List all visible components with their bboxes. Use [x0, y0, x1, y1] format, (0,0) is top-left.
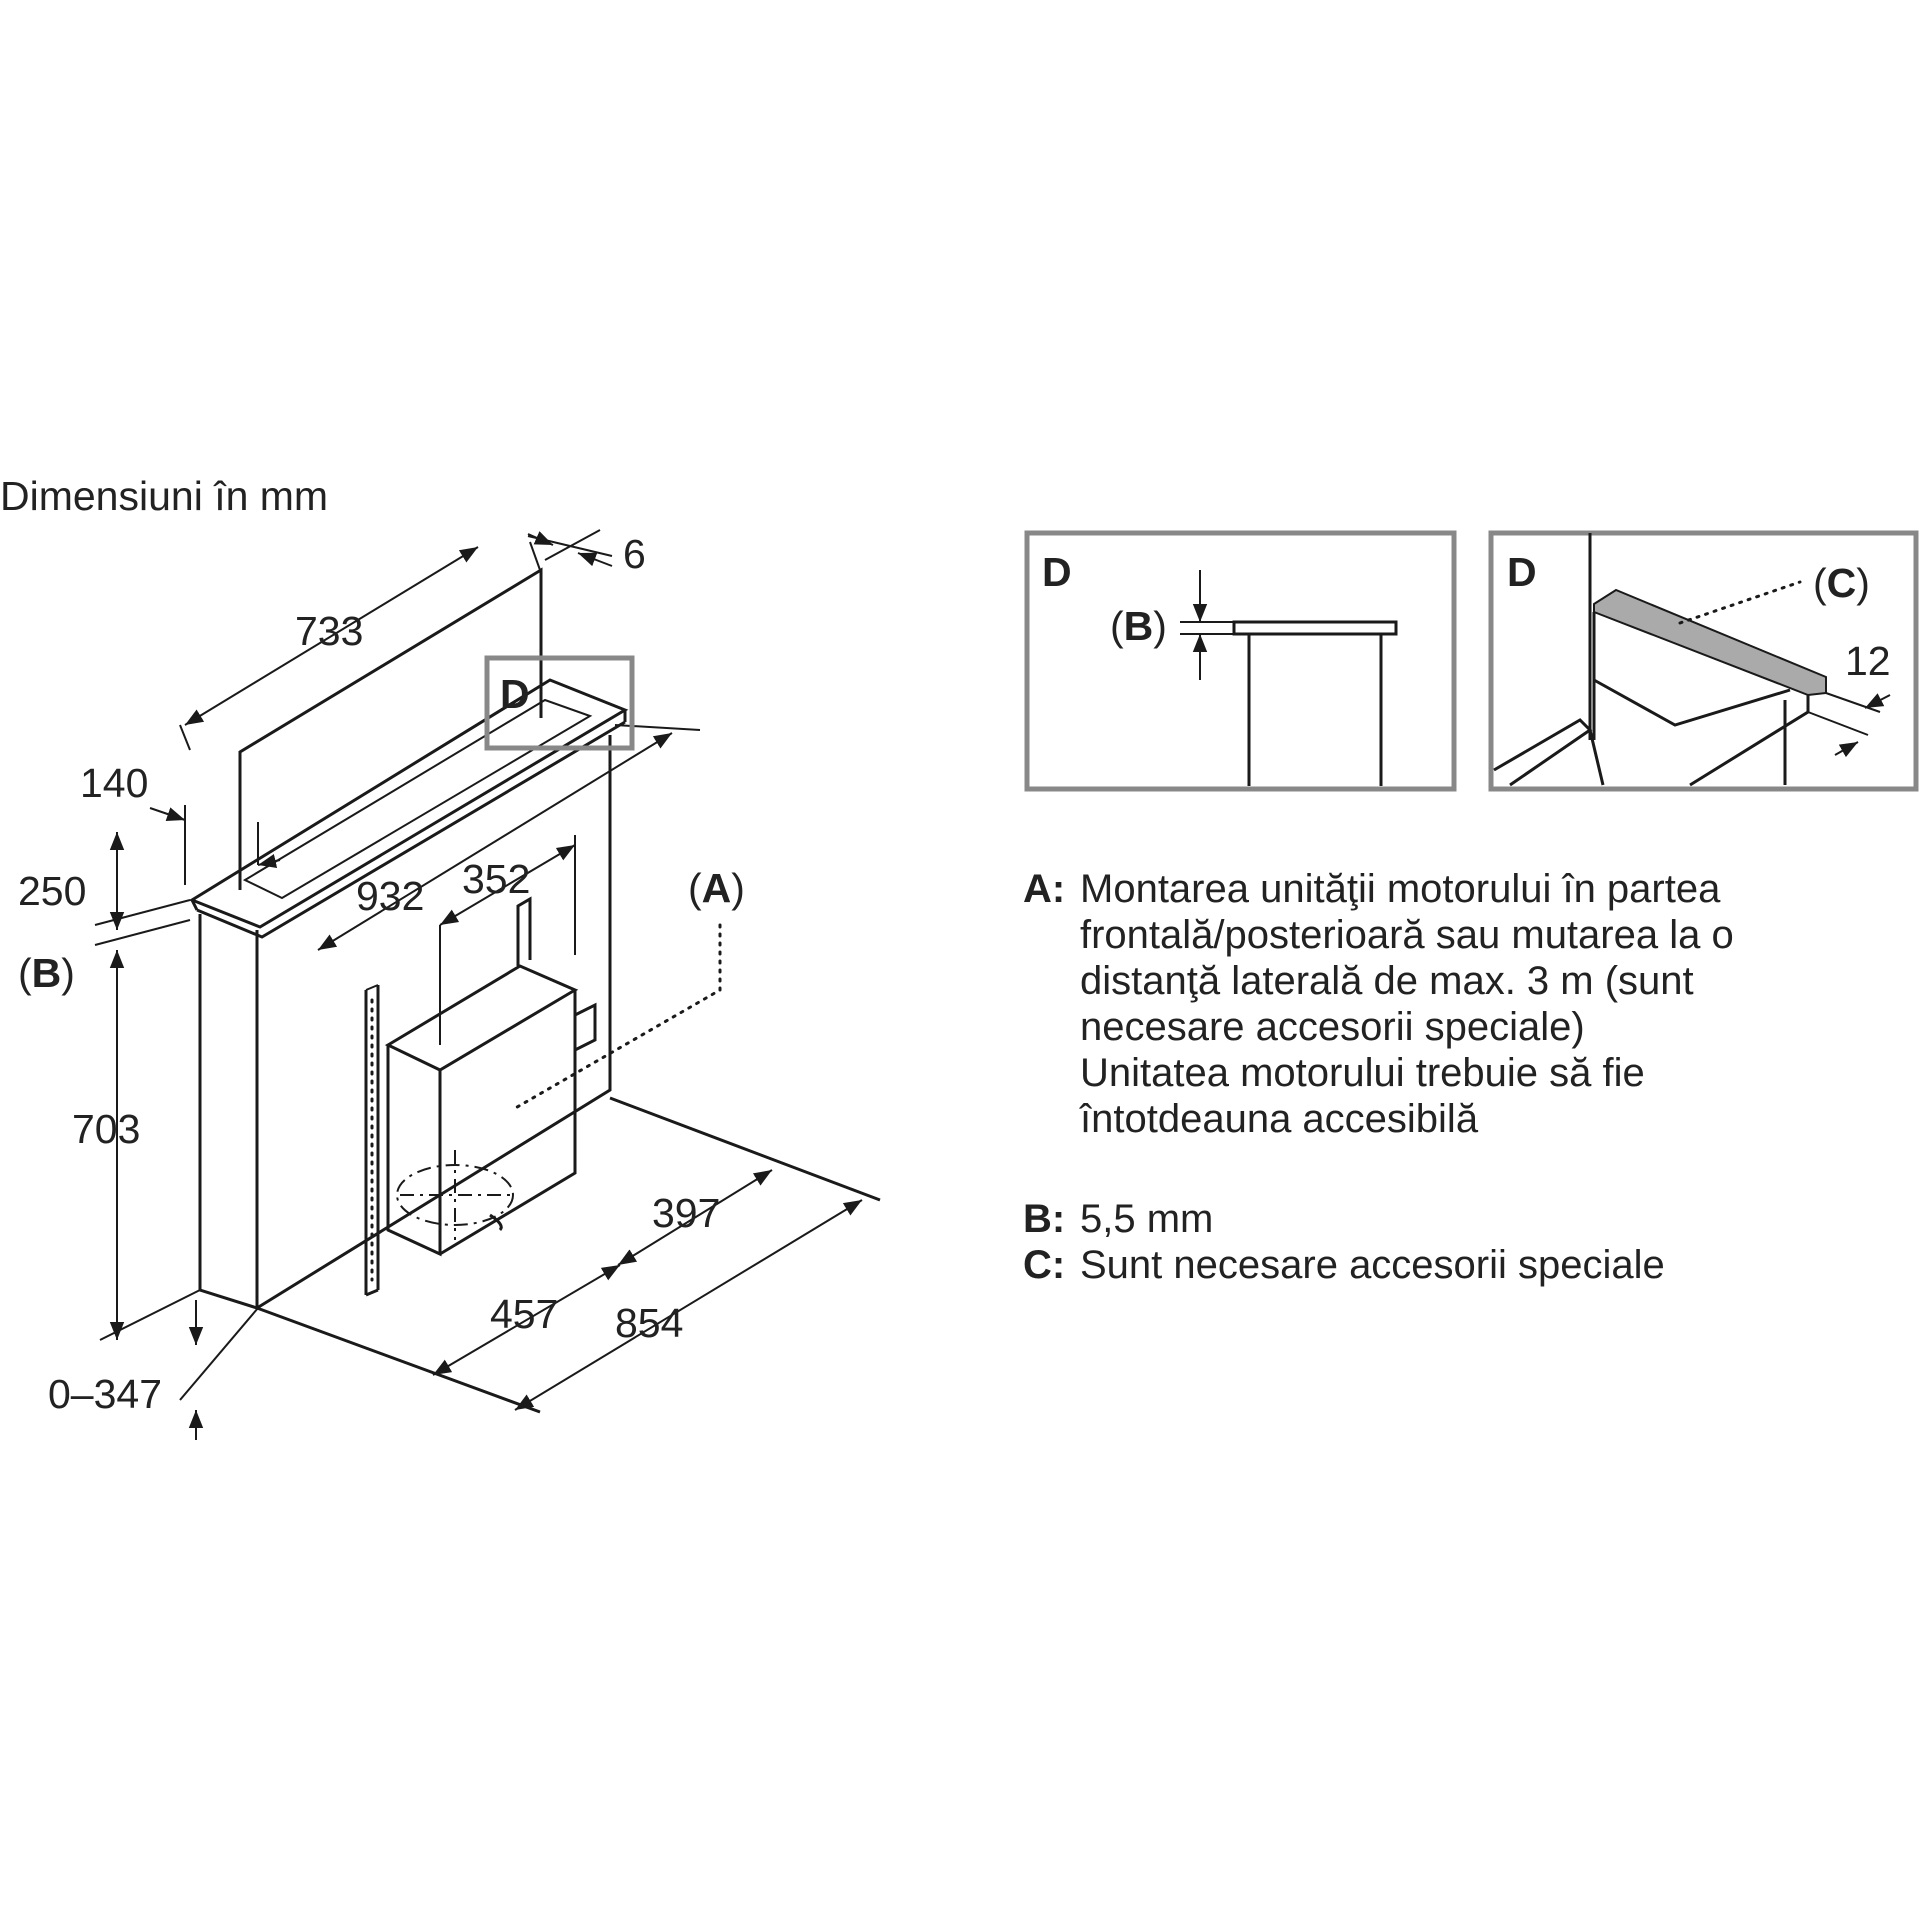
callout-b-detail: (B): [1110, 603, 1167, 649]
legend-a-line-6: întotdeauna accesibilă: [1079, 1097, 1479, 1141]
legend-b-text: 5,5 mm: [1080, 1197, 1213, 1241]
legend-a-line-1: Montarea unităţii motorului în partea: [1080, 867, 1721, 911]
dim-457: 457: [490, 1291, 558, 1337]
dim-703: 703: [72, 1106, 140, 1152]
callout-d-main: D: [500, 671, 530, 717]
dim-733: 733: [295, 608, 363, 654]
dim-6: 6: [623, 531, 646, 577]
legend-c-text: Sunt necesare accesorii speciale: [1080, 1243, 1665, 1287]
dimension-lines: [94, 529, 863, 1440]
dim-932: 932: [356, 873, 424, 919]
dim-397: 397: [652, 1190, 720, 1236]
legend-c-key: C:: [1023, 1243, 1065, 1287]
dim-12: 12: [1845, 638, 1891, 684]
detail-d-marker: [484, 655, 635, 751]
downdraft-unit-drawing: [188, 567, 881, 1414]
dim-250: 250: [18, 868, 86, 914]
legend-b-key: B:: [1023, 1197, 1065, 1241]
legend-a-key: A:: [1023, 867, 1065, 911]
detail-panel-c: D (C) 12: [1488, 530, 1919, 792]
dim-854: 854: [615, 1300, 683, 1346]
detail-1-label: D: [1042, 549, 1072, 595]
detail-2-label: D: [1507, 549, 1537, 595]
dim-0-347: 0–347: [48, 1371, 162, 1417]
legend-a-line-4: necesare accesorii speciale): [1080, 1005, 1585, 1049]
detail-panel-b: D (B): [1024, 530, 1457, 792]
legend: A: Montarea unităţii motorului în partea…: [1023, 867, 1734, 1287]
dim-352: 352: [462, 856, 530, 902]
callout-b-main: (B): [18, 950, 75, 996]
legend-a-line-3: distanţă laterală de max. 3 m (sunt: [1080, 959, 1694, 1003]
dim-140: 140: [80, 760, 148, 806]
callout-a-main: (A): [688, 865, 745, 911]
legend-a-line-5: Unitatea motorului trebuie să fie: [1080, 1051, 1645, 1095]
legend-a-line-2: frontală/posterioară sau mutarea la o: [1080, 913, 1734, 957]
callout-c-detail: (C): [1813, 560, 1870, 606]
page-title: Dimensiuni în mm: [0, 473, 328, 519]
